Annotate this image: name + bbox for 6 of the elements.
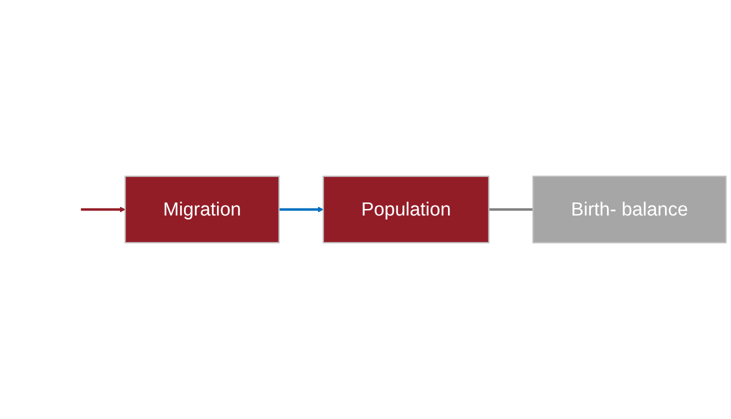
arrow <box>279 206 324 212</box>
arrow <box>80 206 126 212</box>
node-box: Population <box>322 176 490 244</box>
node-box: Birth- balance <box>532 176 727 244</box>
connector <box>488 208 534 211</box>
node-box: Migration <box>124 176 280 244</box>
